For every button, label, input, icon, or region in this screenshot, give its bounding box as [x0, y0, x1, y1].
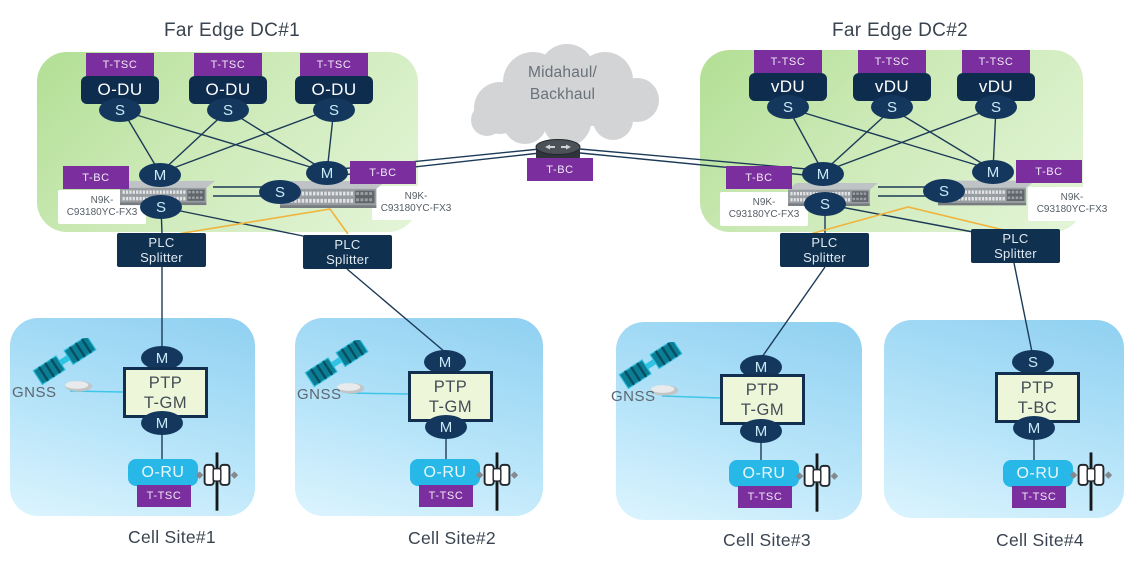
dc2-vdu-2-port-s: S [871, 95, 913, 119]
site3-ptp-tgm-box: PTP T-GM [720, 374, 805, 425]
site2-ptp-tgm-box: PTP T-GM [408, 371, 493, 422]
dc1-switch-left-tbc-tag: T-BC [63, 166, 129, 189]
antenna-icon [796, 453, 838, 515]
dc1-odu-1-ttsc-tag: T-TSC [86, 53, 154, 76]
site1-oru-box: O-RU [128, 459, 198, 486]
dc1-title: Far Edge DC#1 [164, 20, 300, 41]
site1-bottom-port-m: M [141, 411, 183, 435]
dc2-plc-splitter-right: PLC Splitter [971, 229, 1060, 263]
dc2-mid-port-s: S [923, 179, 965, 203]
site4-ttsc-tag: T-TSC [1012, 486, 1066, 508]
dc1-odu-1: T-TSC O-DU S [80, 53, 160, 122]
site4-label: Cell Site#4 [996, 530, 1084, 550]
dc1-odu-1-port-s: S [99, 98, 141, 122]
dc1-switch-left-port-m: M [139, 163, 181, 187]
dc1-odu-3-ttsc-tag: T-TSC [300, 53, 368, 76]
dc2-vdu-3-ttsc-tag: T-TSC [962, 50, 1030, 73]
dc2-vdu-1: T-TSC vDU S [748, 50, 828, 119]
dc2-switch-left-tbc-tag: T-BC [726, 166, 792, 189]
antenna-icon [476, 452, 518, 514]
site2-oru-box: O-RU [410, 459, 480, 486]
site4-top-port-s: S [1012, 350, 1054, 374]
dc2-vdu-1-ttsc-tag: T-TSC [754, 50, 822, 73]
dc1-odu-2: T-TSC O-DU S [188, 53, 268, 122]
dc1-odu-2-box: O-DU [189, 76, 267, 104]
site3-label: Cell Site#3 [723, 530, 811, 550]
antenna-icon [196, 452, 238, 514]
dc1-plc-splitter-right: PLC Splitter [303, 235, 392, 269]
dc1-switch-right-model: N9K- C93180YC-FX3 [372, 186, 460, 220]
router-tbc-tag: T-BC [527, 158, 593, 181]
gnss-label: GNSS [12, 384, 57, 401]
site4-oru-box: O-RU [1003, 460, 1073, 487]
dc2-title: Far Edge DC#2 [832, 20, 968, 41]
site3-bottom-port-m: M [740, 419, 782, 443]
site2-bottom-port-m: M [425, 415, 467, 439]
dc1-plc-splitter-left: PLC Splitter [117, 233, 206, 267]
site3-oru-box: O-RU [729, 460, 799, 487]
gnss-label: GNSS [297, 386, 342, 403]
dc2-switch-left-model: N9K- C93180YC-FX3 [720, 192, 808, 226]
site1-top-port-m: M [141, 346, 183, 370]
site1-ttsc-tag: T-TSC [137, 485, 191, 507]
site2-ttsc-tag: T-TSC [419, 485, 473, 507]
site1-label: Cell Site#1 [128, 527, 216, 547]
dc2-switch-left-port-m: M [802, 162, 844, 186]
dc2-vdu-3-port-s: S [975, 95, 1017, 119]
dc2-vdu-2: T-TSC vDU S [852, 50, 932, 119]
gnss-label: GNSS [611, 388, 656, 405]
dc1-odu-2-ttsc-tag: T-TSC [194, 53, 262, 76]
dc2-vdu-1-port-s: S [767, 95, 809, 119]
site1-ptp-tgm-box: PTP T-GM [123, 367, 208, 418]
dc2-switch-right-port-m: M [972, 160, 1014, 184]
dc1-odu-2-port-s: S [207, 98, 249, 122]
dc2-switch-right-tbc-tag: T-BC [1016, 160, 1082, 183]
dc2-switch-left-port-s: S [804, 192, 846, 216]
antenna-icon [1070, 452, 1112, 514]
site4-ptp-tbc-box: PTP T-BC [995, 372, 1080, 423]
site3-ttsc-tag: T-TSC [738, 486, 792, 508]
site2-top-port-m: M [424, 350, 466, 374]
dc2-vdu-3: T-TSC vDU S [956, 50, 1036, 119]
dc1-switch-right-port-m: M [306, 161, 348, 185]
dc1-switch-right-tbc-tag: T-BC [350, 161, 416, 184]
dc1-mid-port-s: S [259, 180, 301, 204]
dc2-switch-right-model: N9K- C93180YC-FX3 [1028, 187, 1116, 221]
dc2-plc-splitter-left: PLC Splitter [780, 233, 869, 267]
dc1-switch-left-port-s: S [140, 195, 182, 219]
site4-bottom-port-m: M [1013, 416, 1055, 440]
cloud-label: Midahaul/ Backhaul [527, 64, 597, 103]
site2-label: Cell Site#2 [408, 528, 496, 548]
dc1-odu-3-port-s: S [313, 98, 355, 122]
dc1-odu-3: T-TSC O-DU S [294, 53, 374, 122]
dc2-vdu-2-ttsc-tag: T-TSC [858, 50, 926, 73]
